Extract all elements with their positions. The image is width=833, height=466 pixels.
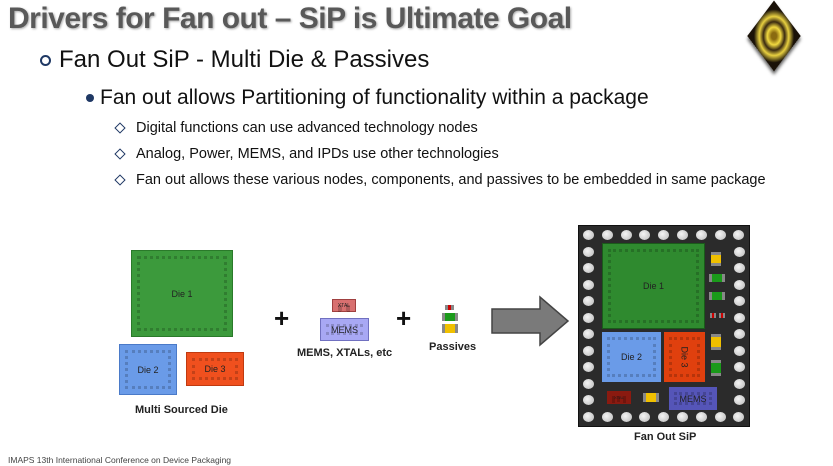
solder-ball [583, 395, 594, 405]
right-arrow-icon [491, 295, 570, 347]
package-passive [643, 393, 659, 402]
solder-ball [620, 412, 632, 422]
xtal-label: XTAL [337, 302, 351, 309]
package-die-1: Die 1 [602, 243, 705, 329]
solder-ball [734, 395, 745, 405]
mems-label: MEMS [331, 324, 358, 335]
solder-ball [714, 412, 726, 422]
solder-ball [583, 279, 594, 290]
resistor-passive [445, 305, 454, 310]
solder-ball [734, 246, 745, 257]
diamond-bullet-icon [114, 148, 126, 160]
sub-bullet: Fan out allows these various nodes, comp… [114, 171, 776, 190]
solder-ball [583, 296, 594, 306]
sub-bullet-text: Analog, Power, MEMS, and IPDs use other … [136, 146, 499, 162]
mems-component: MEMS [320, 318, 369, 341]
mems-label: MEMS [679, 393, 707, 404]
die-label: Die 2 [620, 352, 642, 362]
dot-bullet-icon [86, 94, 94, 103]
passives-caption: Passives [429, 341, 477, 353]
package-die-3: Die 3 [664, 332, 705, 382]
bullet-text: Fan Out SiP - Multi Die & Passives [59, 46, 430, 73]
package-passive [711, 334, 721, 350]
bullet-level1: Fan Out SiP - Multi Die & Passives [40, 46, 429, 74]
solder-ball [733, 412, 745, 422]
diamond-bullet-icon [114, 174, 126, 186]
solder-ball [734, 279, 745, 290]
slide-title: Drivers for Fan out – SiP is Ultimate Go… [8, 2, 572, 35]
footer-text: IMAPS 13th International Conference on D… [8, 455, 232, 465]
die-1: Die 1 [131, 250, 233, 337]
solder-ball [734, 378, 745, 389]
solder-ball [695, 230, 707, 240]
solder-ball [734, 329, 745, 339]
fan-out-sip-package: Die 1 Die 2 Die 3 XTAL MEMS [578, 225, 750, 427]
solder-ball [658, 230, 670, 240]
logo [742, 0, 806, 72]
solder-ball [734, 263, 745, 273]
diamond-bullet-icon [114, 122, 126, 134]
package-passive [709, 274, 725, 282]
die-label: Die 1 [171, 288, 193, 299]
mems-caption: MEMS, XTALs, etc [297, 347, 393, 359]
solder-ball [583, 412, 594, 422]
solder-ball [583, 263, 594, 273]
inductor-passive [442, 324, 458, 333]
solder-ball [583, 312, 594, 323]
solder-ball [620, 230, 632, 240]
package-passive [710, 313, 716, 318]
solder-ball [734, 362, 745, 372]
package-caption: Fan Out SiP [634, 431, 697, 443]
solder-ball [583, 378, 594, 389]
xtal-component: XTAL [332, 299, 356, 312]
solder-ball [639, 412, 651, 422]
sub-bullet: Digital functions can use advanced techn… [114, 119, 776, 138]
solder-ball [677, 412, 688, 422]
solder-ball [583, 329, 594, 339]
multi-die-caption: Multi Sourced Die [135, 404, 228, 416]
solder-ball [583, 362, 594, 372]
hollow-bullet-icon [40, 55, 51, 67]
die-3: Die 3 [186, 352, 244, 386]
bullet-level2: Fan out allows Partitioning of functiona… [86, 86, 649, 110]
solder-ball [601, 230, 613, 240]
package-die-2: Die 2 [602, 332, 661, 382]
sub-bullet: Analog, Power, MEMS, and IPDs use other … [114, 145, 776, 164]
die-label: Die 2 [137, 364, 159, 375]
package-mems: MEMS [669, 387, 717, 410]
solder-ball [601, 412, 613, 422]
die-2: Die 2 [119, 344, 177, 395]
die-label: Die 1 [642, 281, 664, 291]
sub-bullet-text: Digital functions can use advanced techn… [136, 120, 478, 136]
package-passive [711, 252, 721, 266]
plus-sign: + [274, 303, 290, 333]
solder-ball [695, 412, 707, 422]
sub-bullet-text: Fan out allows these various nodes, comp… [136, 172, 766, 188]
die-label: Die 3 [204, 364, 226, 374]
solder-ball [734, 296, 745, 306]
solder-ball [658, 412, 670, 422]
package-passive [709, 292, 725, 300]
plus-sign: + [396, 303, 412, 333]
capacitor-passive [442, 313, 458, 321]
package-passive [719, 313, 725, 318]
solder-ball [583, 345, 594, 356]
solder-ball [733, 230, 745, 240]
solder-ball [734, 312, 745, 323]
bullet-text: Fan out allows Partitioning of functiona… [100, 86, 649, 109]
solder-ball [639, 230, 651, 240]
solder-ball [714, 230, 726, 240]
solder-ball [677, 230, 688, 240]
xtal-label: XTAL [614, 395, 624, 400]
package-xtal: XTAL [607, 391, 631, 404]
package-passive [711, 360, 721, 376]
die-label: Die 3 [679, 346, 690, 368]
solder-ball [583, 246, 594, 257]
solder-ball [583, 230, 594, 240]
solder-ball [734, 345, 745, 356]
